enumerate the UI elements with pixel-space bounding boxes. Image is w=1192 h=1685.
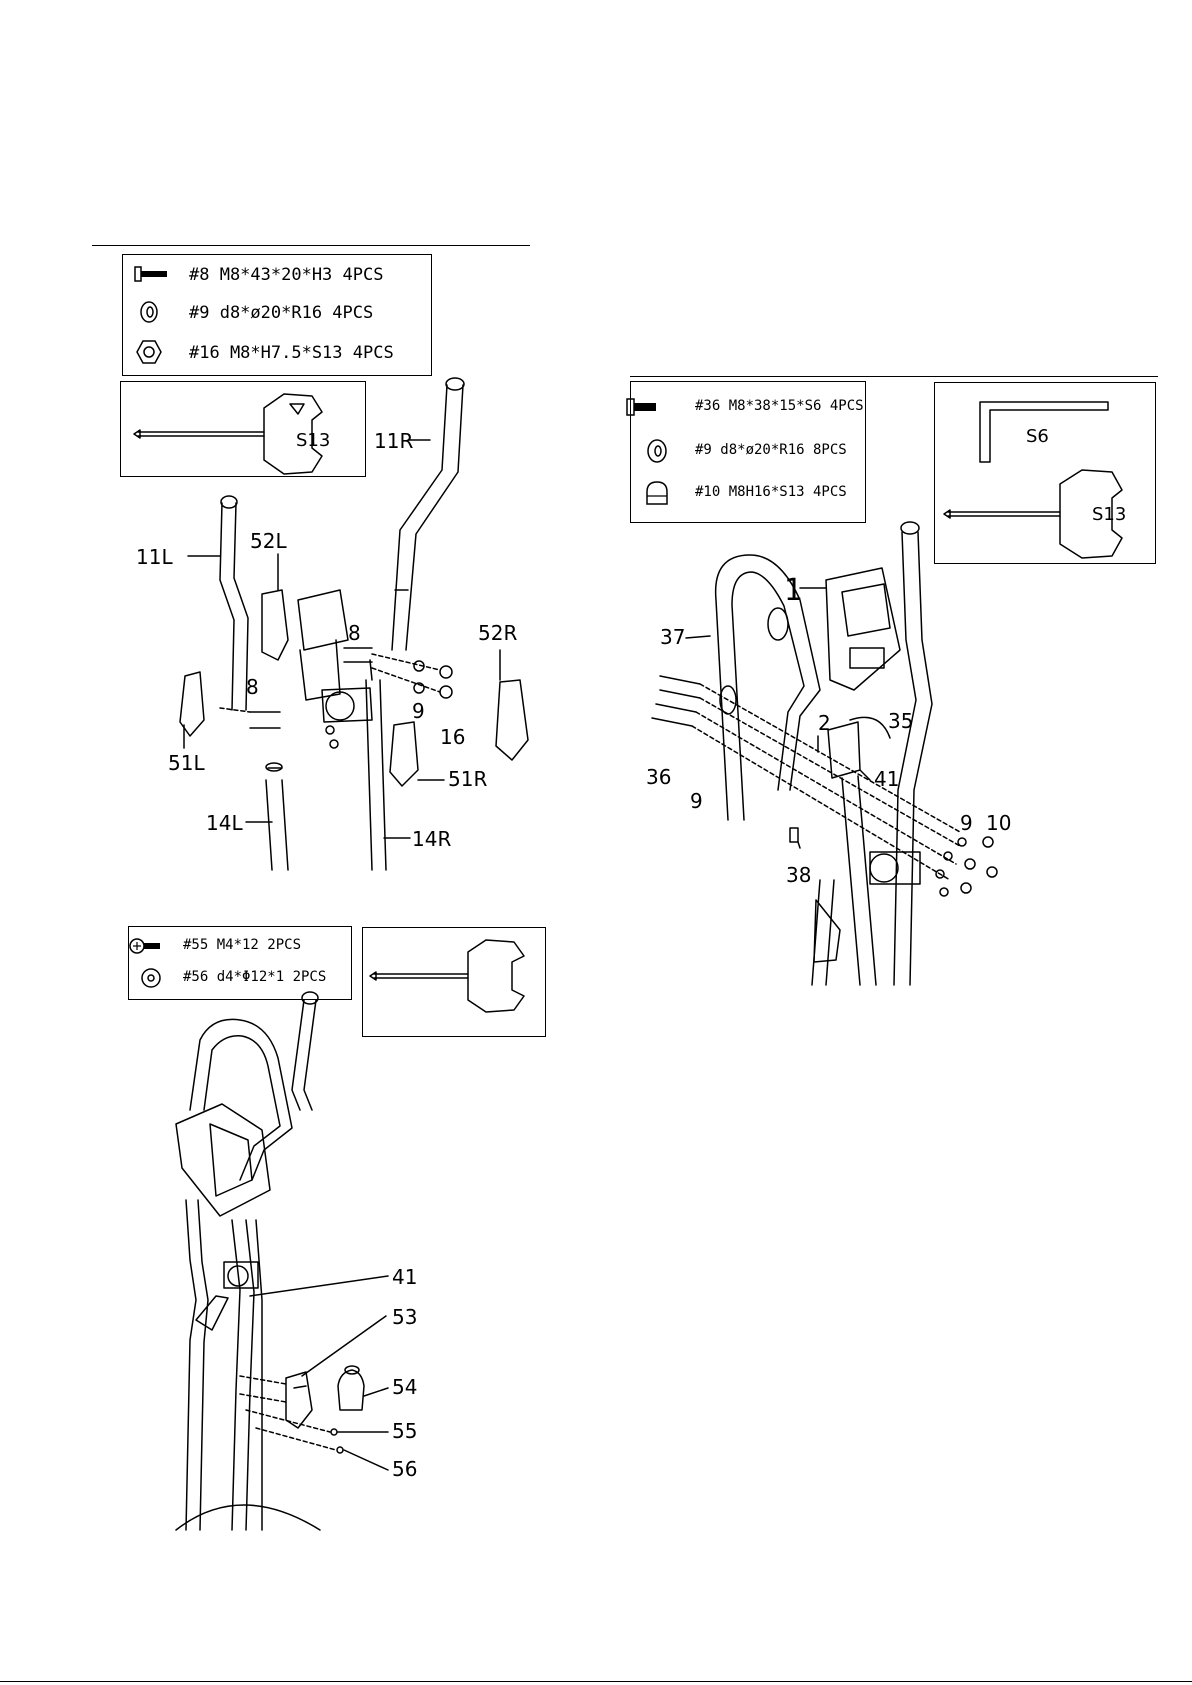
- part-label-10: 10: [986, 811, 1011, 835]
- part-label-54: 54: [392, 1375, 417, 1399]
- part-label-35: 35: [888, 709, 913, 733]
- part-label-11L: 11L: [136, 545, 173, 569]
- part-label-9: 9: [960, 811, 973, 835]
- part-label-14L: 14L: [206, 811, 243, 835]
- step-b-assembly-drawing: [652, 522, 997, 985]
- step-c-labels: 41 53 54 55 56: [392, 1265, 417, 1481]
- part-label-11R: 11R: [374, 429, 413, 453]
- step-a-labels: 11R 11L 52L 52R 8 8 9 16 51L 51R 14L 14R…: [136, 429, 517, 851]
- tool-label-s6: S6: [1026, 426, 1049, 447]
- part-label-14R: 14R: [412, 827, 451, 851]
- part-label-41: 41: [392, 1265, 417, 1289]
- part-label-9: 9: [690, 789, 703, 813]
- page-bottom-rule: [0, 1681, 1192, 1682]
- part-label-55: 55: [392, 1419, 417, 1443]
- step-b-labels: 1 37 2 35 41 36 9 9 10 38 S6 S13: [646, 426, 1126, 887]
- part-label-1: 1: [784, 573, 803, 608]
- part-label-52L: 52L: [250, 529, 287, 553]
- part-label-38: 38: [786, 863, 811, 887]
- part-label-53: 53: [392, 1305, 417, 1329]
- step-c-assembly-drawing: [176, 992, 388, 1530]
- part-label-8: 8: [246, 675, 259, 699]
- part-label-51L: 51L: [168, 751, 205, 775]
- tool-label-s13: S13: [296, 430, 330, 451]
- part-label-2: 2: [818, 711, 831, 735]
- part-label-16: 16: [440, 725, 465, 749]
- tool-label-s13: S13: [1092, 504, 1126, 525]
- part-label-9: 9: [412, 699, 425, 723]
- part-label-8: 8: [348, 621, 361, 645]
- part-label-41: 41: [874, 767, 899, 791]
- part-label-37: 37: [660, 625, 685, 649]
- screwdriver-icon: [370, 940, 524, 1012]
- part-label-36: 36: [646, 765, 671, 789]
- part-label-56: 56: [392, 1457, 417, 1481]
- part-label-52R: 52R: [478, 621, 517, 645]
- s13-wrench-icon: [134, 394, 322, 474]
- part-label-51R: 51R: [448, 767, 487, 791]
